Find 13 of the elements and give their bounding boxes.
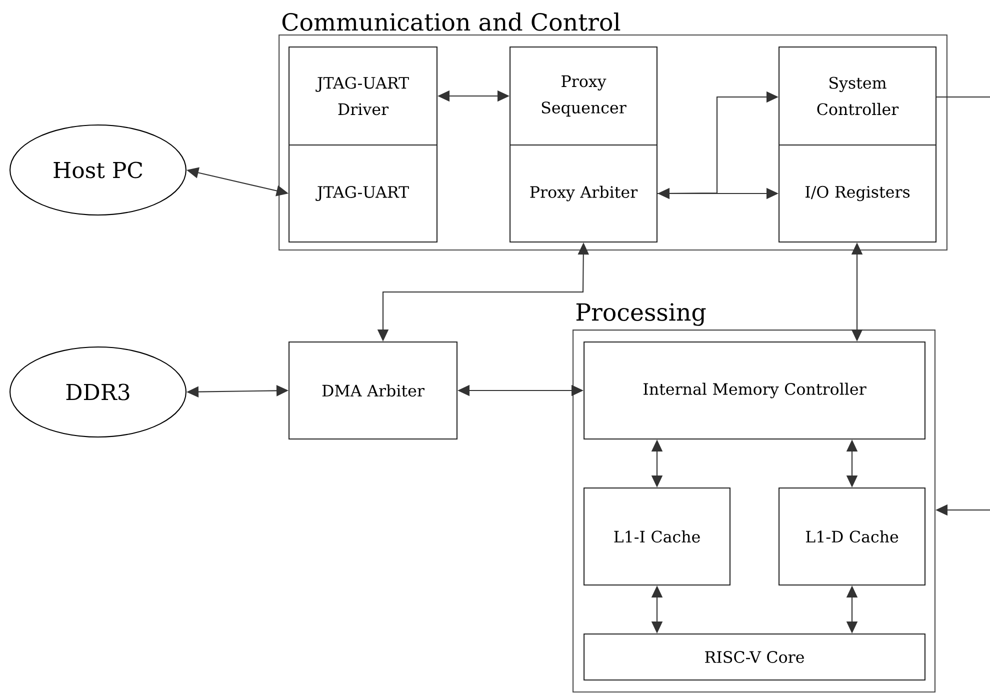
process-box: JTAG-UART Driver [288,46,438,146]
node-label: Communication and Control [282,12,620,31]
process-box: Internal Memory Controller [584,341,926,440]
process-box: L1-D Cache [778,487,926,586]
process-box: L1-I Cache [584,487,731,586]
process-box: I/O Registers [778,144,937,243]
process-box: RISC-V Core [584,633,926,681]
process-box: Proxy Sequencer [510,46,658,146]
process-box: JTAG-UART [288,144,438,243]
node-label: Processing [576,303,706,326]
process-box: Proxy Arbiter [510,144,658,243]
process-box: System Controller [778,46,937,146]
process-box: DMA Arbiter [288,341,458,440]
